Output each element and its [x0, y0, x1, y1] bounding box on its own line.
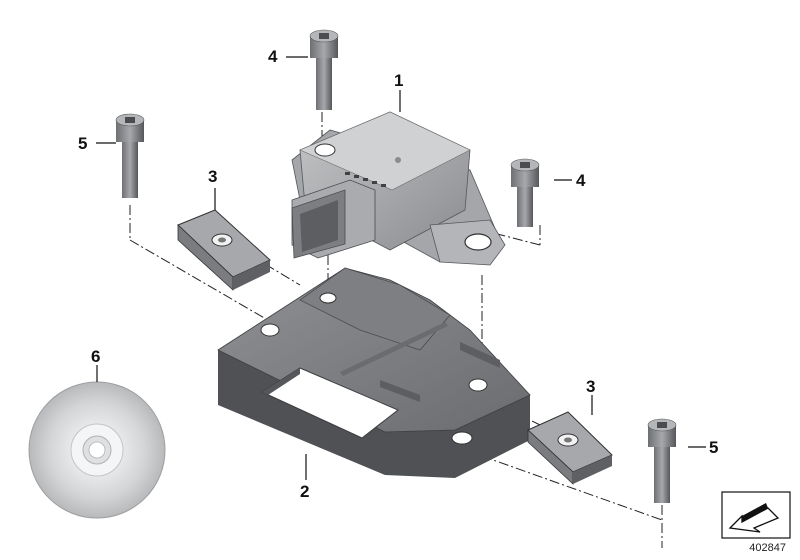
mounting-plate-part-2: [217, 267, 531, 478]
sensor-unit-part-1: [291, 111, 506, 266]
direction-arrow-icon: [721, 491, 791, 539]
leader-lines: [96, 56, 706, 480]
callout-part-6: 6: [91, 347, 101, 366]
bolt-part-4-right: [510, 158, 540, 227]
speed-nut-part-3-right: [527, 411, 613, 485]
callout-part-1: 1: [394, 71, 404, 90]
bolt-part-4-top: [309, 29, 339, 110]
bolt-part-5-right: [647, 418, 677, 503]
callout-part-4-right: 4: [576, 171, 586, 190]
callout-part-2: 2: [300, 482, 310, 501]
callout-part-5-left: 5: [78, 134, 88, 153]
bolt-part-5-left: [115, 113, 145, 198]
callout-part-4-top: 4: [268, 47, 278, 66]
callout-part-5-right: 5: [709, 438, 719, 457]
callout-part-3-right: 3: [586, 377, 596, 396]
speed-nut-part-3-left: [177, 209, 271, 291]
callout-part-3-left: 3: [208, 167, 218, 186]
cd-disc-part-6: [28, 381, 166, 519]
diagram-reference-number: 402847: [749, 542, 786, 554]
